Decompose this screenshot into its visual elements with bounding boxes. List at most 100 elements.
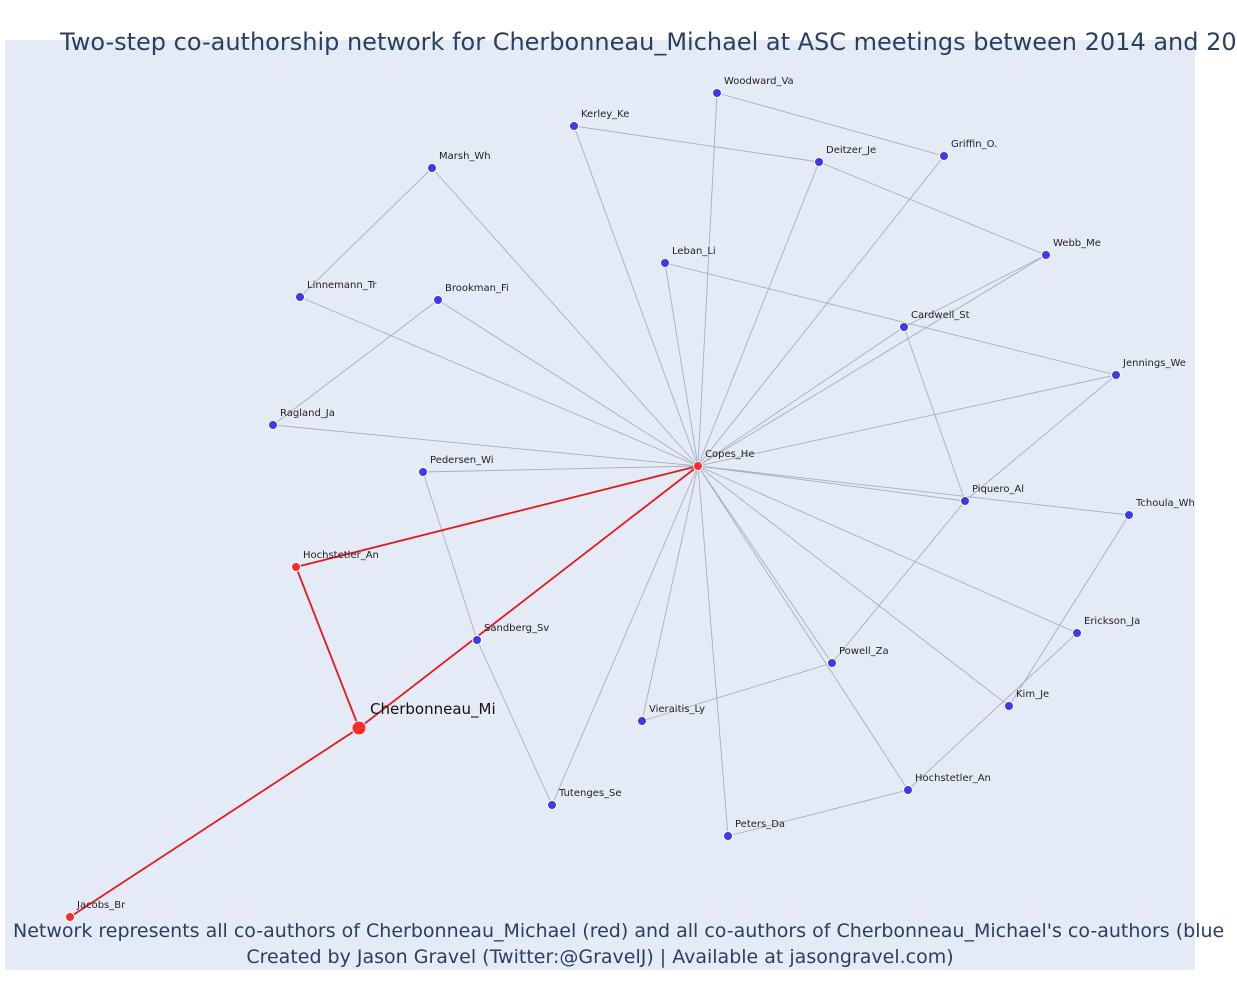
edge-copes-he-hochstetler-an-2 xyxy=(697,465,909,791)
edge-cardwell-st-webb-me xyxy=(903,254,1047,328)
node-marsh-wh[interactable] xyxy=(427,163,437,173)
node-label-tutenges-se: Tutenges_Se xyxy=(558,788,622,799)
edge-copes-he-peters-da xyxy=(697,465,729,837)
edge-cardwell-st-piquero-al xyxy=(903,326,966,502)
node-label-hochstetler-an-2: Hochstetler_An xyxy=(915,773,991,784)
edge-kerley-ke-deitzer-je xyxy=(573,125,820,163)
node-ragland-ja[interactable] xyxy=(268,420,278,430)
node-tchoula-wh[interactable] xyxy=(1124,510,1134,520)
node-label-ragland-ja: Ragland_Ja xyxy=(280,408,335,419)
edge-tchoula-wh-kim-je xyxy=(1008,514,1130,707)
edge-layer xyxy=(69,92,1130,918)
node-label-brookman-fi: Brookman_Fi xyxy=(445,283,509,294)
edge-cherbonneau-mi-jacobs-br xyxy=(69,727,360,918)
node-vieraitis-ly[interactable] xyxy=(637,716,647,726)
edge-copes-he-kim-je xyxy=(697,465,1010,707)
edge-marsh-wh-linnemann-tr xyxy=(299,167,433,298)
edge-copes-he-tchoula-wh xyxy=(697,465,1130,516)
node-woodward-va[interactable] xyxy=(712,88,722,98)
node-webb-me[interactable] xyxy=(1041,250,1051,260)
node-leban-li[interactable] xyxy=(660,258,670,268)
edge-jennings-we-piquero-al xyxy=(964,374,1117,502)
node-kim-je[interactable] xyxy=(1004,701,1014,711)
node-griffin-o[interactable] xyxy=(939,151,949,161)
node-brookman-fi[interactable] xyxy=(433,295,443,305)
node-label-linnemann-tr: Linnemann_Tr xyxy=(307,280,377,291)
edge-cherbonneau-mi-hochstetler-an xyxy=(295,566,360,729)
node-label-pedersen-wi: Pedersen_Wi xyxy=(430,455,494,466)
node-layer xyxy=(65,88,1134,922)
edge-copes-he-cardwell-st xyxy=(697,326,905,467)
node-label-webb-me: Webb_Me xyxy=(1053,238,1101,249)
edge-copes-he-jennings-we xyxy=(697,374,1117,467)
node-hochstetler-an[interactable] xyxy=(291,562,301,572)
edge-copes-he-deitzer-je xyxy=(697,161,820,467)
chart-caption: Network represents all co-authors of Che… xyxy=(5,918,1225,970)
node-cherbonneau-mi[interactable] xyxy=(351,720,367,736)
edge-copes-he-erickson-ja xyxy=(697,465,1078,634)
node-label-woodward-va: Woodward_Va xyxy=(724,76,794,87)
node-label-tchoula-wh: Tchoula_Wh xyxy=(1135,498,1195,509)
edge-deitzer-je-webb-me xyxy=(818,161,1047,256)
node-label-griffin-o: Griffin_O. xyxy=(951,139,997,150)
node-sandberg-sv[interactable] xyxy=(472,635,482,645)
edge-erickson-ja-hochstetler-an-2 xyxy=(907,632,1078,791)
edge-copes-he-tutenges-se xyxy=(551,465,699,806)
node-kerley-ke[interactable] xyxy=(569,121,579,131)
node-copes-he[interactable] xyxy=(693,461,703,471)
node-label-cardwell-st: Cardwell_St xyxy=(911,310,970,321)
node-label-cherbonneau-mi: Cherbonneau_Mi xyxy=(370,700,496,719)
node-jacobs-br[interactable] xyxy=(65,912,75,922)
caption-line-2: Created by Jason Gravel (Twitter:@Gravel… xyxy=(246,946,954,968)
chart-title: Two-step co-authorship network for Cherb… xyxy=(60,28,1237,56)
edge-copes-he-webb-me xyxy=(697,254,1047,467)
edge-copes-he-griffin-o xyxy=(697,155,945,467)
node-piquero-al[interactable] xyxy=(960,496,970,506)
edge-copes-he-ragland-ja xyxy=(272,424,699,467)
node-pedersen-wi[interactable] xyxy=(418,467,428,477)
edge-sandberg-sv-tutenges-se xyxy=(476,639,553,806)
node-label-jennings-we: Jennings_We xyxy=(1122,358,1186,369)
edge-copes-he-piquero-al xyxy=(697,465,966,502)
node-peters-da[interactable] xyxy=(723,831,733,841)
node-label-piquero-al: Piquero_Al xyxy=(972,484,1024,495)
edge-copes-he-marsh-wh xyxy=(431,167,699,467)
node-deitzer-je[interactable] xyxy=(814,157,824,167)
node-label-sandberg-sv: Sandberg_Sv xyxy=(484,623,549,634)
edge-leban-li-jennings-we xyxy=(664,262,1117,376)
edge-copes-he-leban-li xyxy=(664,262,699,467)
edge-copes-he-vieraitis-ly xyxy=(641,465,699,722)
node-label-hochstetler-an: Hochstetler_An xyxy=(303,550,379,561)
edge-powell-za-vieraitis-ly xyxy=(641,662,833,722)
node-label-kerley-ke: Kerley_Ke xyxy=(581,109,629,120)
node-erickson-ja[interactable] xyxy=(1072,628,1082,638)
node-label-vieraitis-ly: Vieraitis_Ly xyxy=(649,704,705,715)
label-layer: Cherbonneau_MiCopes_HeHochstetler_AnJaco… xyxy=(76,76,1195,911)
edge-piquero-al-powell-za xyxy=(831,500,966,664)
node-label-deitzer-je: Deitzer_Je xyxy=(826,145,876,156)
node-powell-za[interactable] xyxy=(827,658,837,668)
edge-copes-he-woodward-va xyxy=(697,92,718,467)
edge-brookman-fi-ragland-ja xyxy=(272,299,439,426)
edge-pedersen-wi-sandberg-sv xyxy=(422,471,478,641)
node-label-copes-he: Copes_He xyxy=(705,449,754,460)
node-label-powell-za: Powell_Za xyxy=(839,646,889,657)
edge-copes-he-linnemann-tr xyxy=(299,296,699,467)
node-linnemann-tr[interactable] xyxy=(295,292,305,302)
node-hochstetler-an-2[interactable] xyxy=(903,785,913,795)
edge-hochstetler-an-copes-he xyxy=(295,465,699,568)
edge-cherbonneau-mi-copes-he xyxy=(358,465,699,729)
node-cardwell-st[interactable] xyxy=(899,322,909,332)
node-label-erickson-ja: Erickson_Ja xyxy=(1084,616,1140,627)
caption-line-1: Network represents all co-authors of Che… xyxy=(13,920,1225,942)
edge-copes-he-powell-za xyxy=(697,465,833,664)
node-label-peters-da: Peters_Da xyxy=(735,819,785,830)
node-jennings-we[interactable] xyxy=(1111,370,1121,380)
node-label-marsh-wh: Marsh_Wh xyxy=(439,151,491,162)
node-tutenges-se[interactable] xyxy=(547,800,557,810)
edge-copes-he-brookman-fi xyxy=(437,299,699,467)
network-graph[interactable]: Cherbonneau_MiCopes_HeHochstetler_AnJaco… xyxy=(5,40,1195,970)
edge-hochstetler-an-2-peters-da xyxy=(727,789,909,837)
edge-woodward-va-griffin-o xyxy=(716,92,945,157)
